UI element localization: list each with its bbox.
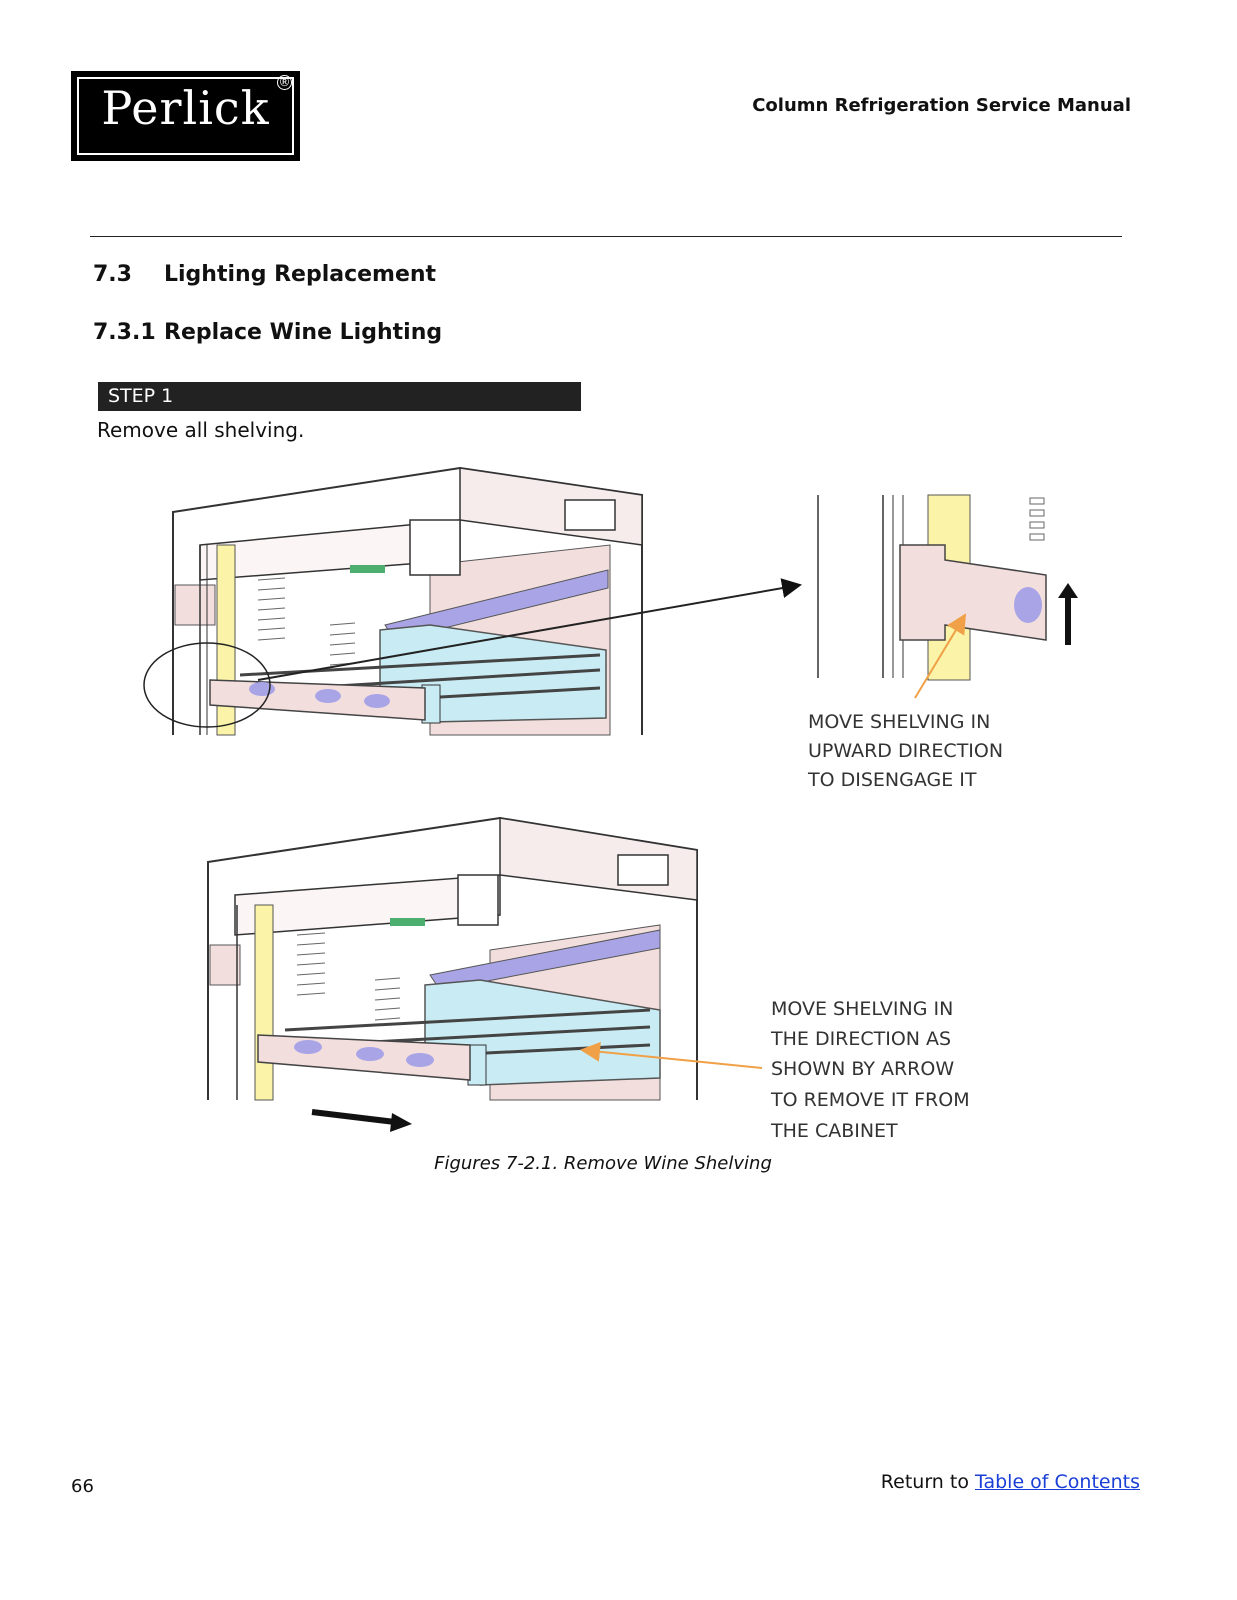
logo-wordmark: Perlick <box>101 81 270 135</box>
rail-detail-illustration <box>817 494 1078 699</box>
perlick-logo: Perlick ® <box>71 71 300 161</box>
callout-top-line3: TO DISENGAGE IT <box>807 769 977 791</box>
manual-title: Column Refrigeration Service Manual <box>752 95 1131 116</box>
subsection-heading: 7.3.1 Replace Wine Lighting <box>93 320 442 345</box>
callout-top-line1: MOVE SHELVING IN <box>808 711 990 733</box>
section-title: Lighting Replacement <box>164 262 437 287</box>
callout-bottom-line2: THE DIRECTION AS <box>770 1028 951 1050</box>
logo-border <box>77 77 294 155</box>
return-text: Return to <box>880 1471 975 1493</box>
subsection-number: 7.3.1 <box>93 320 156 345</box>
section-number: 7.3 <box>93 262 132 287</box>
callout-bottom-line1: MOVE SHELVING IN <box>771 998 953 1020</box>
table-of-contents-link[interactable]: Table of Contents <box>975 1471 1140 1493</box>
bottom-cabinet-illustration <box>190 812 1025 1147</box>
figure-caption: Figures 7-2.1. Remove Wine Shelving <box>434 1153 772 1174</box>
callout-bottom-line4: TO REMOVE IT FROM <box>770 1089 970 1111</box>
subsection-title: Replace Wine Lighting <box>164 320 443 345</box>
page-number: 66 <box>71 1476 94 1497</box>
step-label-bar: STEP 1 <box>98 382 581 411</box>
callout-bottom-line5: THE CABINET <box>770 1120 898 1142</box>
header-divider <box>90 236 1122 237</box>
top-cabinet-illustration <box>128 452 1088 792</box>
section-heading: 7.3 Lighting Replacement <box>93 262 436 287</box>
shelving-removal-figure: MOVE SHELVING IN UPWARD DIRECTION TO DIS… <box>128 452 1088 1147</box>
callout-top-line2: UPWARD DIRECTION <box>808 740 1003 762</box>
step-instruction: Remove all shelving. <box>97 418 305 442</box>
registered-mark: ® <box>277 75 292 90</box>
callout-bottom-line3: SHOWN BY ARROW <box>771 1058 954 1080</box>
footer-return: Return to Table of Contents <box>881 1471 1140 1493</box>
